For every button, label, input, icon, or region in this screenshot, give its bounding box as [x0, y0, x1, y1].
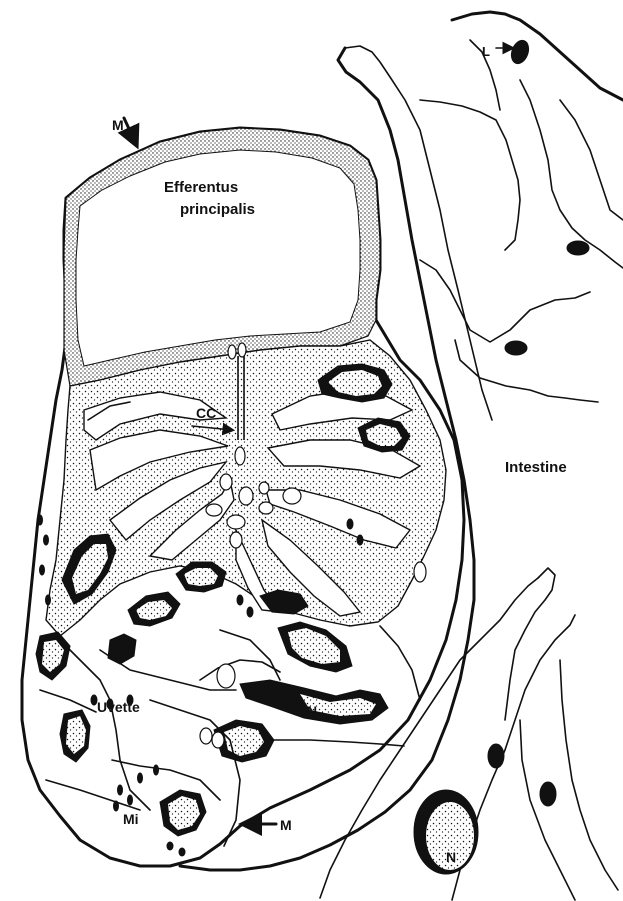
nucleus-lower-1 — [488, 744, 504, 768]
nucleus-lower-2 — [540, 782, 556, 806]
label-l: L — [482, 44, 490, 59]
label-m-top: M — [112, 117, 124, 133]
m-top-arrow — [124, 118, 136, 144]
label-mi: Mi — [123, 811, 139, 827]
label-n-upper: N — [307, 703, 317, 719]
label-uvette: Uvette — [97, 699, 140, 715]
label-efferentus-1: Efferentus — [164, 179, 238, 196]
label-n-lower: N — [446, 849, 456, 865]
label-m-bottom: M — [280, 817, 292, 833]
nucleus-upper-1 — [508, 38, 531, 66]
nucleus-upper-2 — [567, 241, 589, 255]
label-intestine: Intestine — [505, 459, 567, 476]
nucleus-upper-3 — [505, 341, 527, 355]
label-efferentus-2: principalis — [180, 201, 255, 218]
label-cc: CC — [196, 405, 216, 421]
